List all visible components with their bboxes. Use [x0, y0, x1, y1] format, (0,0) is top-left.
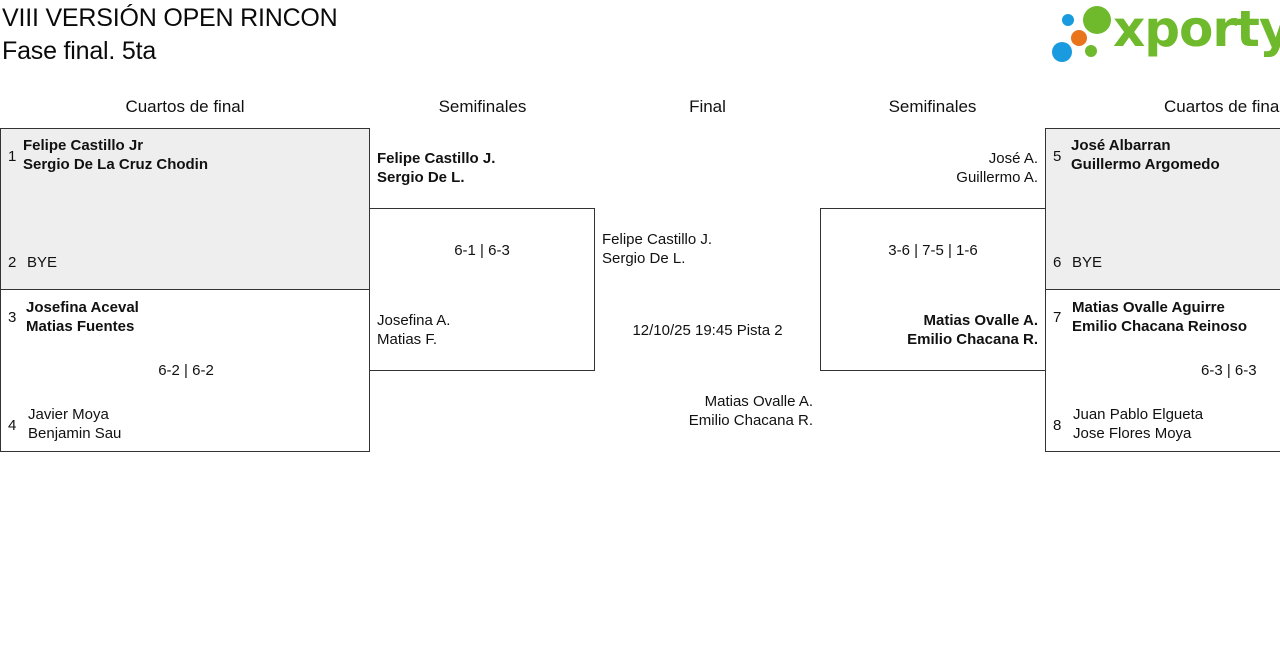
column-header-left-semifinals: Semifinales — [438, 97, 527, 116]
match-score: 6-2 | 6-2 — [158, 362, 214, 379]
right-sf-player: Guillermo A. — [956, 169, 1038, 186]
match-right-qf-1[interactable]: 5 José Albarran Guillermo Argomedo 6 BYE — [1045, 128, 1280, 290]
final-player: Emilio Chacana R. — [688, 412, 813, 429]
player-name: Sergio De La Cruz Chodin — [23, 156, 209, 173]
final-player: Sergio De L. — [602, 250, 686, 267]
left-sf-player: Felipe Castillo J. — [377, 150, 496, 167]
final-match-info: 12/10/25 19:45 Pista 2 — [632, 322, 783, 339]
player-name: Matias F. — [377, 331, 438, 348]
left-sf-player: Sergio De L. — [377, 169, 465, 186]
logo-dot-blue-small — [1062, 14, 1074, 26]
right-sf-player: José A. — [988, 150, 1038, 167]
seed-number: 5 — [1053, 148, 1062, 165]
column-header-left-quarterfinals: Cuartos de final — [125, 97, 245, 116]
match-left-qf-2[interactable]: 3 Josefina Aceval Matias Fuentes 6-2 | 6… — [0, 289, 370, 452]
player-name: Benjamin Sau — [28, 425, 122, 442]
player-name: Jose Flores Moya — [1073, 425, 1192, 442]
match-score: 3-6 | 7-5 | 1-6 — [888, 242, 978, 259]
player-name: Juan Pablo Elgueta — [1073, 406, 1204, 423]
seed-number: 3 — [8, 309, 17, 326]
player-name: Matias Ovalle A. — [923, 312, 1039, 329]
player-name: Josefina A. — [377, 312, 451, 329]
page-title: VIII VERSIÓN OPEN RINCON — [2, 4, 338, 32]
player-name: Matias Ovalle Aguirre — [1072, 299, 1225, 316]
logo-wordmark: xporty — [1113, 0, 1280, 58]
bye-label: BYE — [1072, 254, 1103, 271]
logo-dot-orange — [1071, 30, 1087, 46]
player-name: Guillermo Argomedo — [1071, 156, 1220, 173]
player-name: Matias Fuentes — [26, 318, 135, 335]
logo-dot-blue-large — [1052, 42, 1072, 62]
page-subtitle: Fase final. 5ta — [2, 37, 157, 65]
final-player: Matias Ovalle A. — [704, 393, 813, 410]
seed-number: 1 — [8, 148, 17, 165]
player-name: Josefina Aceval — [26, 299, 139, 316]
match-score: 6-3 | 6-3 — [1201, 362, 1257, 379]
logo-dot-green-small — [1085, 45, 1097, 57]
final-player: Felipe Castillo J. — [602, 231, 713, 248]
player-name: José Albarran — [1071, 137, 1171, 154]
bye-label: BYE — [27, 254, 58, 271]
column-header-right-semifinals: Semifinales — [888, 97, 977, 116]
seed-number: 6 — [1053, 254, 1062, 271]
seed-number: 4 — [8, 417, 17, 434]
match-score: 6-1 | 6-3 — [454, 242, 510, 259]
column-header-final: Final — [689, 97, 726, 116]
column-header-right-quarterfinals: Cuartos de final — [1164, 97, 1280, 116]
xporty-logo[interactable]: xporty — [1050, 0, 1280, 66]
match-left-sf[interactable]: 6-1 | 6-3 Josefina A. Matias F. — [369, 208, 595, 371]
player-name: Emilio Chacana R. — [907, 331, 1038, 348]
player-name: Javier Moya — [28, 406, 109, 423]
match-right-qf-2[interactable]: 7 Matias Ovalle Aguirre Emilio Chacana R… — [1045, 289, 1280, 452]
seed-number: 7 — [1053, 309, 1062, 326]
seed-number: 2 — [8, 254, 17, 271]
player-name: Emilio Chacana Reinoso — [1072, 318, 1248, 335]
logo-dot-green-large — [1083, 6, 1111, 34]
seed-number: 8 — [1053, 417, 1062, 434]
match-right-sf[interactable]: 3-6 | 7-5 | 1-6 Matias Ovalle A. Emilio … — [820, 208, 1046, 371]
match-left-qf-1[interactable]: 1 Felipe Castillo Jr Sergio De La Cruz C… — [0, 128, 370, 290]
player-name: Felipe Castillo Jr — [23, 137, 144, 154]
